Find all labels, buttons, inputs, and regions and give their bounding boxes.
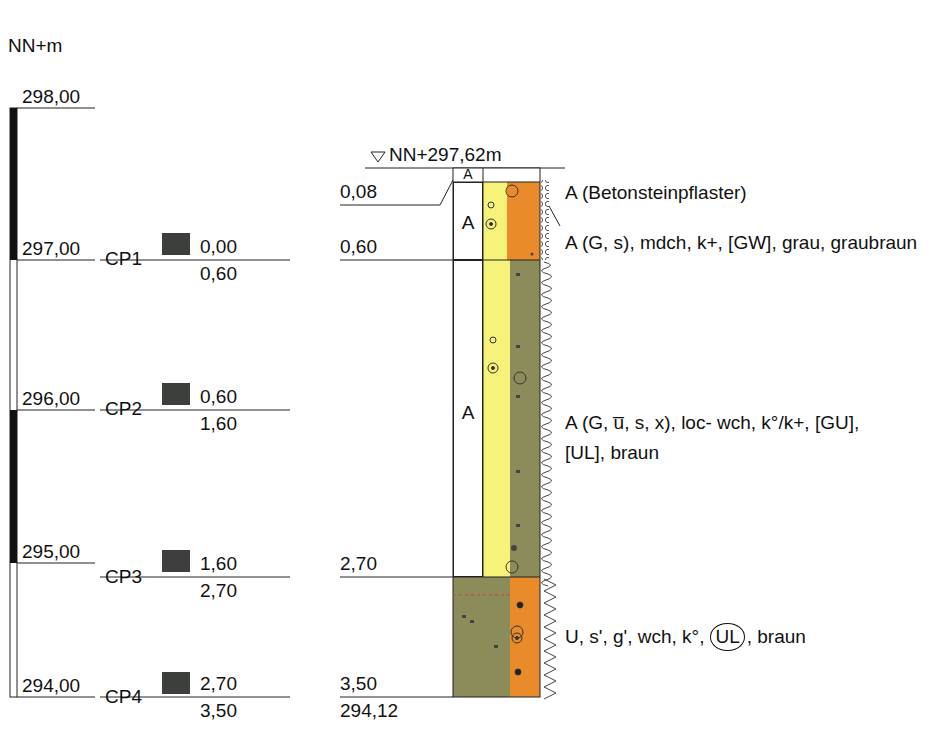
sample-lines — [100, 260, 290, 697]
layer-description: A (Betonsteinpflaster) — [565, 182, 747, 204]
scale-bar-black — [10, 410, 17, 563]
sample-depth: 0,00 — [200, 236, 237, 258]
layer-depth: 0,08 — [340, 181, 377, 203]
gravel-symbol — [541, 180, 549, 260]
layer-description: A (G, u̅, s, x), loc- wch, k°/k+, [GU],[… — [565, 408, 895, 468]
sample-depth: 2,70 — [200, 580, 237, 602]
silt-symbol — [544, 579, 556, 699]
sample-depth: 0,60 — [200, 263, 237, 285]
sample-id: CP2 — [105, 398, 142, 420]
soil-dots — [462, 253, 534, 649]
layer-code: A — [462, 213, 475, 259]
sample-depth: 2,70 — [200, 673, 237, 695]
leader-line — [549, 206, 560, 226]
scale-ticks — [17, 108, 95, 697]
layer-description: A (G, s), mdch, k+, [GW], grau, graubrau… — [565, 228, 920, 258]
elevation: 298,00 — [22, 86, 80, 108]
scale-bar-black — [10, 108, 17, 260]
axis-unit: NN+m — [8, 35, 62, 57]
layer-box: A — [453, 260, 483, 577]
layer-description: U, s', g', wch, k°, — [565, 626, 704, 648]
layer-code: A — [463, 167, 472, 181]
sample-id: CP1 — [105, 248, 142, 270]
sample-id: CP4 — [105, 686, 142, 708]
sample-marker — [162, 233, 190, 694]
soil-symbols — [486, 185, 526, 675]
sample-depth: 1,60 — [200, 553, 237, 575]
layer-description: , braun — [747, 626, 806, 648]
ground-level: NN+297,62m — [389, 144, 501, 166]
layer-box: A — [453, 182, 483, 260]
soil-class: UL — [710, 623, 744, 651]
layer-depth: 0,60 — [340, 236, 377, 258]
elevation: 295,00 — [22, 541, 80, 563]
elevation: 294,00 — [22, 675, 80, 697]
final-elevation: 294,12 — [340, 700, 398, 722]
scale-bar — [10, 108, 17, 697]
sample-depth: 3,50 — [200, 700, 237, 722]
soil-column — [453, 168, 540, 697]
layer-depth: 2,70 — [340, 553, 377, 575]
silt-symbol — [541, 262, 551, 586]
elevation: 296,00 — [22, 388, 80, 410]
layer-code: A — [462, 403, 475, 576]
elevation: 297,00 — [22, 238, 80, 260]
sample-id: CP3 — [105, 566, 142, 588]
depth-lines — [340, 180, 453, 697]
layer-box: A — [453, 166, 483, 182]
layer-depth: 3,50 — [340, 673, 377, 695]
sample-depth: 1,60 — [200, 413, 237, 435]
sample-depth: 0,60 — [200, 386, 237, 408]
